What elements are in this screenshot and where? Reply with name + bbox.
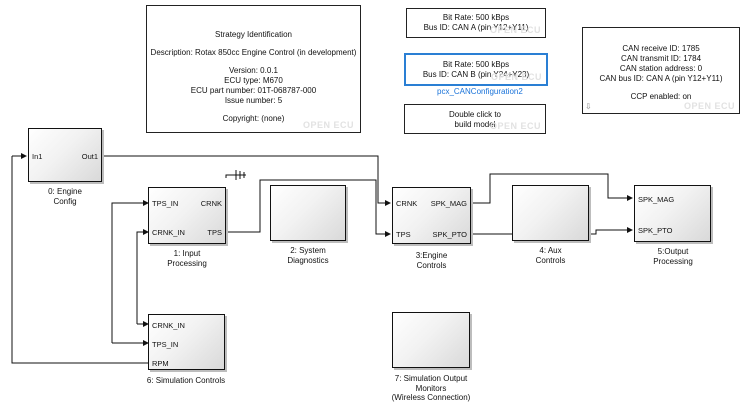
can-station-address: CAN station address: 0 [619, 64, 703, 73]
openecu-logo: OPEN ECU [489, 121, 541, 131]
engine-spk-pto-out-port: SPK_PTO [432, 230, 467, 239]
can-b-bitrate: Bit Rate: 500 kBps [442, 60, 510, 69]
can-b-bus: Bus ID: CAN B (pin Y24+Y23) [422, 70, 530, 79]
engine-controls-subsystem[interactable]: CRNK TPS SPK_MAG SPK_PTO [392, 187, 471, 244]
output-processing-subsystem[interactable]: SPK_MAG SPK_PTO [634, 185, 711, 242]
sim-tps-in-port: TPS_IN [152, 340, 179, 349]
openecu-logo: OPEN ECU [683, 101, 735, 111]
strategy-ecu-part: ECU part number: 01T-068787-000 [190, 86, 317, 95]
can-transmit-id: CAN transmit ID: 1784 [620, 54, 702, 63]
aux-controls-subsystem[interactable] [512, 185, 589, 241]
input-crnk-out-port: CRNK [200, 199, 222, 208]
engine-tps-in-port: TPS [396, 230, 411, 239]
can-configuration-b-block[interactable]: Bit Rate: 500 kBps Bus ID: CAN B (pin Y2… [404, 53, 548, 86]
openecu-logo: OPEN ECU [302, 120, 354, 130]
openecu-logo: OPEN ECU [489, 25, 541, 35]
engine-spk-mag-out-port: SPK_MAG [430, 199, 467, 208]
engine-config-subsystem[interactable]: In1 Out1 [28, 128, 102, 182]
ccp-enabled: CCP enabled: on [630, 92, 692, 101]
sim-crnk-in-port: CRNK_IN [152, 321, 185, 330]
strategy-copyright: Copyright: (none) [222, 114, 285, 123]
engine-config-out1-port: Out1 [81, 152, 98, 161]
sim-rpm-port: RPM [152, 359, 169, 368]
can-configuration-a-block[interactable]: Bit Rate: 500 kBps Bus ID: CAN A (pin Y1… [406, 8, 546, 38]
strategy-description: Description: Rotax 850cc Engine Control … [150, 48, 357, 57]
openecu-logo: OPEN ECU [490, 72, 542, 82]
ccp-configuration-block[interactable]: CAN receive ID: 1785 CAN transmit ID: 17… [582, 27, 740, 114]
simulation-controls-subsystem[interactable]: CRNK_IN TPS_IN RPM [148, 314, 225, 370]
input-processing-subsystem[interactable]: TPS_IN CRNK_IN CRNK TPS [148, 187, 226, 244]
strategy-ecu-type: ECU type: M670 [224, 76, 283, 85]
can-receive-id: CAN receive ID: 1785 [622, 44, 700, 53]
can-a-bus: Bus ID: CAN A (pin Y12+Y11) [423, 23, 529, 32]
input-crnk-in-port: CRNK_IN [152, 228, 185, 237]
simulation-monitors-subsystem[interactable] [392, 312, 470, 368]
build-model-block[interactable]: Double click to build model OPEN ECU [404, 104, 546, 134]
output-spk-pto-in-port: SPK_PTO [638, 226, 673, 235]
simulation-controls-caption: 6: Simulation Controls [146, 376, 226, 385]
build-line-2: build model [454, 120, 496, 129]
input-tps-in-port: TPS_IN [152, 199, 179, 208]
strategy-issue: Issue number: 5 [224, 96, 283, 105]
strategy-version: Version: 0.0.1 [229, 66, 278, 75]
input-tps-out-port: TPS [207, 228, 222, 237]
engine-config-in1-port: In1 [32, 152, 43, 161]
can-bus-id: CAN bus ID: CAN A (pin Y12+Y11) [599, 74, 723, 83]
expand-arrow-icon: ⇩ [585, 102, 592, 111]
simulation-monitors-caption: 7: Simulation Output Monitors (Wireless … [391, 374, 471, 402]
strategy-title: Strategy Identification [215, 30, 292, 39]
build-line-1: Double click to [448, 110, 502, 119]
can-b-block-name[interactable]: pcx_CANConfiguration2 [437, 87, 523, 96]
engine-crnk-in-port: CRNK [396, 199, 418, 208]
output-spk-mag-in-port: SPK_MAG [638, 195, 675, 204]
can-a-bitrate: Bit Rate: 500 kBps [442, 13, 510, 22]
strategy-identification-block[interactable]: Strategy Identification Description: Rot… [146, 5, 361, 133]
system-diagnostics-subsystem[interactable] [270, 185, 346, 241]
